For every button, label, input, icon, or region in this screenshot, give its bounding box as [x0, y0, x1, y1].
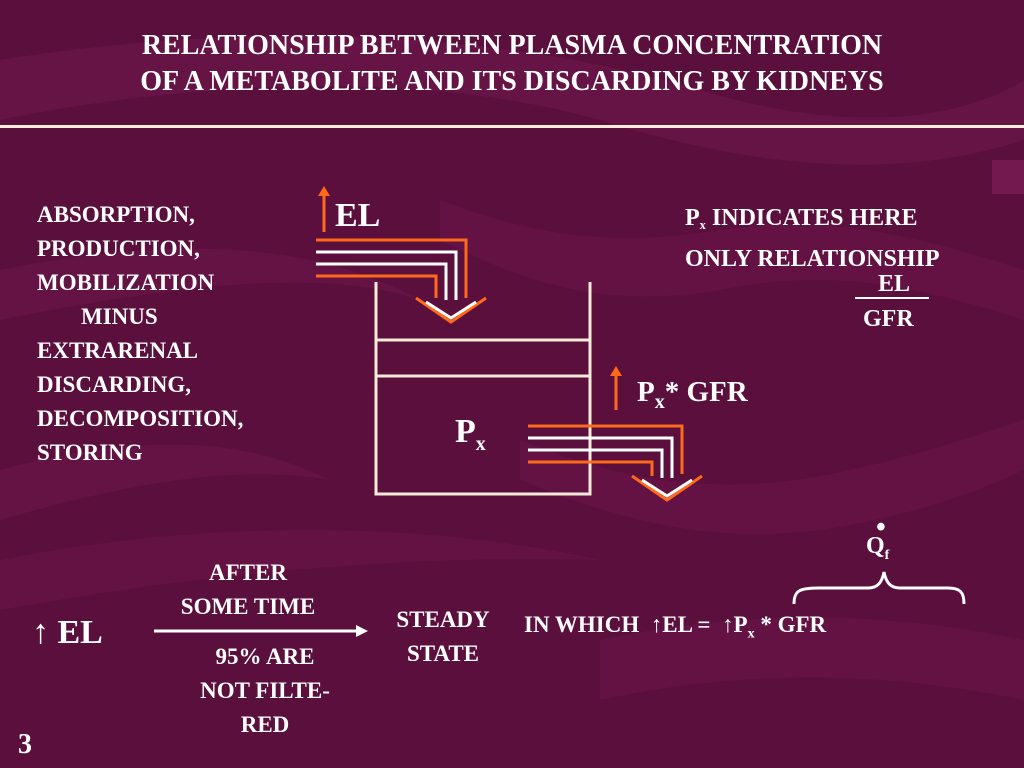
steady-state-label: STEADY STATE	[384, 603, 502, 671]
steady-line1: STEADY	[396, 607, 490, 632]
list-item: ABSORPTION,	[37, 202, 195, 227]
list-item: MOBILIZATION	[37, 270, 215, 295]
fraction-denominator: GFR	[863, 306, 914, 332]
eq-left: EL	[662, 612, 692, 637]
fraction-bar	[855, 297, 929, 299]
page-number: 3	[18, 729, 32, 760]
px-note: Px INDICATES HERE ONLY RELATIONSHIP	[685, 201, 940, 276]
arrow-top-text: AFTER SOME TIME	[160, 556, 336, 624]
arrow-top-line1: AFTER	[209, 560, 287, 585]
curly-brace	[792, 571, 966, 605]
inflow-label: EL	[335, 197, 381, 234]
note-px-sub: x	[699, 218, 706, 232]
tank-label-sub: x	[475, 432, 486, 455]
up-arrow-icon: ↑	[32, 614, 58, 651]
increase-arrow-icon	[318, 186, 330, 232]
qf-main: Q	[866, 533, 885, 559]
arrow-bottom-line1: 95% ARE	[215, 644, 315, 669]
in-which-text: IN WHICH	[524, 612, 640, 637]
note-line2: ONLY RELATIONSHIP	[685, 246, 940, 272]
eq-right-rest: * GFR	[754, 612, 827, 637]
tank	[374, 282, 592, 496]
list-item: EXTRARENAL	[37, 338, 199, 363]
list-item: DECOMPOSITION,	[37, 406, 244, 431]
qf-dot: •	[876, 512, 886, 543]
eq-sign: =	[697, 612, 711, 637]
title-divider	[0, 125, 1024, 128]
qf-label: Qf	[866, 533, 889, 564]
page-title: RELATIONSHIP BETWEEN PLASMA CONCENTRATIO…	[0, 28, 1024, 100]
outflow-label-sub: x	[654, 390, 665, 413]
steady-line2: STATE	[406, 641, 479, 666]
note-px-main: P	[685, 205, 700, 231]
inflow-pipe	[316, 238, 487, 324]
arrow-bottom-text: 95% ARE NOT FILTE- RED	[183, 640, 347, 742]
up-arrow-icon: ↑	[716, 612, 734, 637]
el-text: EL	[57, 614, 103, 651]
note-line1-rest: INDICATES HERE	[705, 205, 918, 231]
sources-list: ABSORPTION, PRODUCTION, MOBILIZATION MIN…	[37, 198, 243, 470]
fraction-numerator: EL	[878, 271, 911, 297]
qf-sub: f	[884, 547, 890, 563]
increase-arrow-icon	[610, 366, 622, 410]
el-increase-label: ↑ EL	[32, 614, 103, 652]
tank-label-main: P	[455, 413, 476, 450]
outflow-label: Px* GFR	[637, 376, 748, 414]
equation: IN WHICH ↑EL = ↑Px * GFR	[524, 612, 826, 643]
arrow-bottom-line3: RED	[240, 712, 290, 737]
list-item: MINUS	[81, 304, 158, 329]
eq-right-sub: x	[747, 626, 755, 642]
arrow-bottom-line2: NOT FILTE-	[200, 678, 330, 703]
list-item: STORING	[37, 440, 143, 465]
list-item: DISCARDING,	[37, 372, 191, 397]
tank-label: Px	[455, 413, 486, 456]
outflow-pipe	[528, 424, 703, 502]
arrow-top-line2: SOME TIME	[180, 594, 316, 619]
title-line-2: OF A METABOLITE AND ITS DISCARDING BY KI…	[140, 66, 884, 97]
up-arrow-icon: ↑	[645, 612, 663, 637]
outflow-label-main: P	[637, 376, 655, 408]
title-line-1: RELATIONSHIP BETWEEN PLASMA CONCENTRATIO…	[141, 30, 883, 61]
outflow-label-rest: * GFR	[664, 376, 748, 408]
eq-right-main: P	[733, 612, 748, 637]
time-arrow	[154, 625, 368, 637]
list-item: PRODUCTION,	[37, 236, 200, 261]
